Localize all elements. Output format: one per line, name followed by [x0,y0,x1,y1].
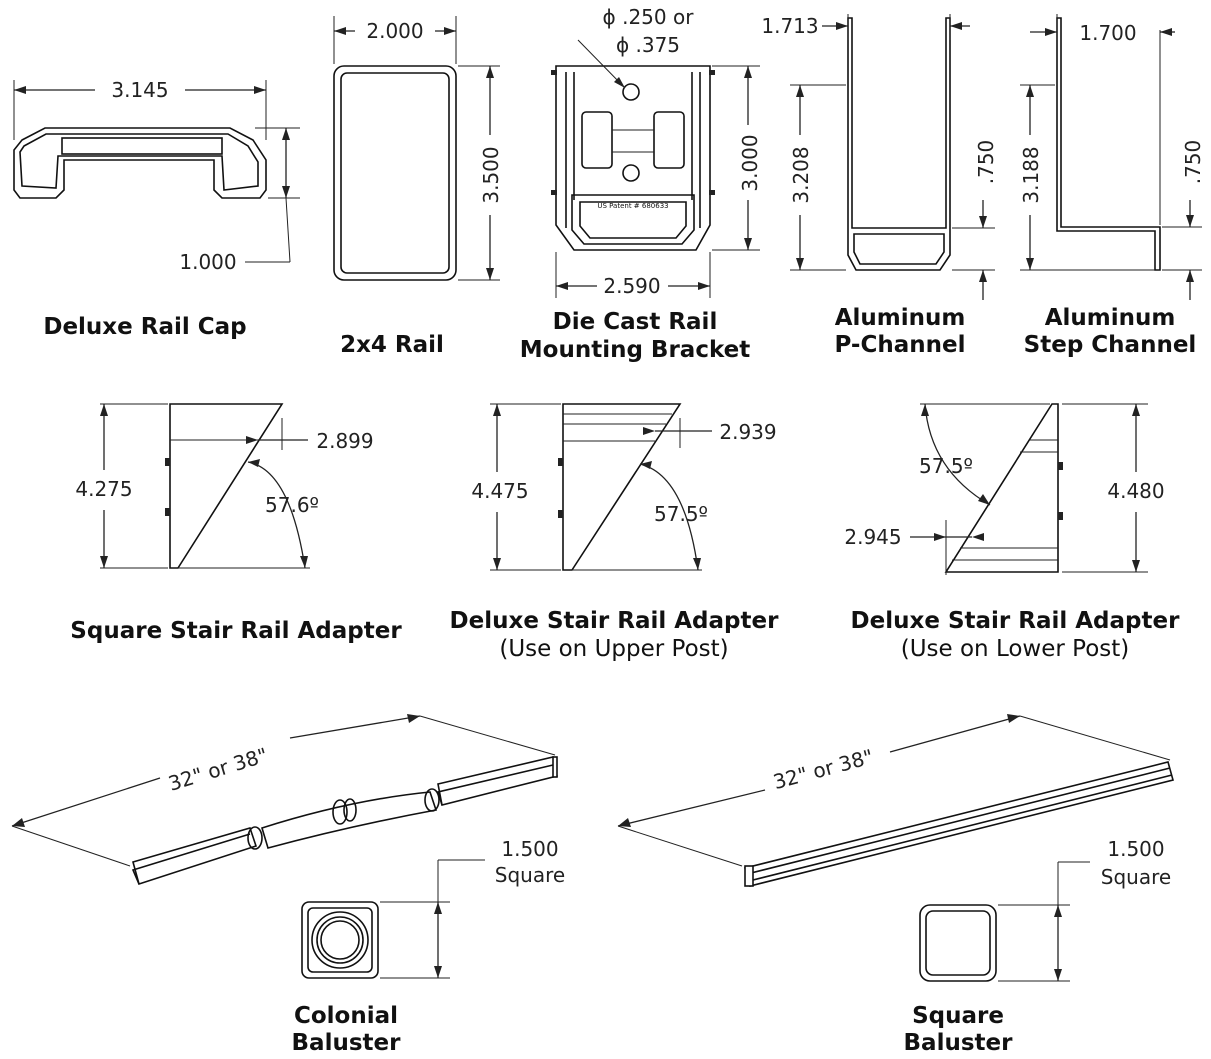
square-stair-adapter-drawing [100,403,310,569]
square-baluster-title-line1: Square [912,1003,1004,1029]
p-channel-title-line1: Aluminum [835,305,966,331]
bracket-height-label: 3.000 [738,134,762,191]
mounting-bracket-drawing [551,39,760,298]
deluxe-upper-adapter-drawing [490,403,712,571]
bracket-patent-label: US Patent # 680633 [597,202,668,210]
bracket-hole-label-2: ϕ .375 [616,33,680,57]
square-stair-height-label: 4.275 [75,477,132,501]
square-baluster-title-line2: Baluster [904,1030,1014,1056]
rail-2x4-title: 2x4 Rail [340,332,444,358]
bracket-title-line1: Die Cast Rail [553,309,718,335]
rail-2x4-drawing [333,16,500,281]
square-baluster-size-label-2: Square [1101,865,1171,889]
colonial-baluster-drawing [11,714,558,979]
colonial-size-label-1: 1.500 [501,837,558,861]
rail-2x4-height-label: 3.500 [479,146,503,203]
p-channel-drawing [790,14,995,300]
square-stair-offset-label: 2.899 [316,429,373,453]
step-channel-title-line2: Step Channel [1024,332,1197,358]
square-baluster-drawing [617,714,1174,982]
bracket-title-line2: Mounting Bracket [520,337,750,363]
deluxe-upper-offset-label: 2.939 [719,420,776,444]
step-channel-width-label: 1.700 [1079,21,1136,45]
deluxe-lower-adapter-drawing [910,403,1148,575]
p-channel-height-label: 3.208 [789,146,813,203]
colonial-title-line1: Colonial [294,1003,398,1029]
bracket-width-label: 2.590 [603,274,660,298]
colonial-size-label-2: Square [495,863,565,887]
step-channel-lip-label: .750 [1181,140,1205,185]
rail-cap-width-label: 3.145 [111,78,168,102]
bracket-hole-label-1: ϕ .250 or [603,5,695,29]
deluxe-lower-angle-label: 57.5º [919,454,973,478]
deluxe-lower-offset-label: 2.945 [844,525,901,549]
deluxe-lower-subtitle: (Use on Lower Post) [901,636,1130,662]
deluxe-rail-cap-drawing [13,80,300,263]
deluxe-upper-angle-label: 57.5º [654,502,708,526]
square-stair-title: Square Stair Rail Adapter [70,618,402,644]
p-channel-title-line2: P-Channel [834,332,965,358]
rail-cap-height-label: 1.000 [179,250,236,274]
deluxe-lower-title: Deluxe Stair Rail Adapter [851,608,1181,634]
square-baluster-length-label: 32" or 38" [771,744,876,794]
deluxe-upper-subtitle: (Use on Upper Post) [499,636,728,662]
square-baluster-size-label-1: 1.500 [1107,837,1164,861]
colonial-length-label: 32" or 38" [165,743,270,796]
deluxe-lower-height-label: 4.480 [1107,479,1164,503]
rail-cap-title: Deluxe Rail Cap [43,314,246,340]
step-channel-title-line1: Aluminum [1045,305,1176,331]
p-channel-width-label: 1.713 [761,14,818,38]
deluxe-upper-title: Deluxe Stair Rail Adapter [450,608,780,634]
deluxe-upper-height-label: 4.475 [471,479,528,503]
square-stair-angle-label: 57.6º [265,493,319,517]
step-channel-drawing [1020,14,1202,300]
step-channel-height-label: 3.188 [1019,146,1043,203]
rail-2x4-width-label: 2.000 [366,19,423,43]
p-channel-lip-label: .750 [974,140,998,185]
colonial-title-line2: Baluster [292,1030,402,1056]
